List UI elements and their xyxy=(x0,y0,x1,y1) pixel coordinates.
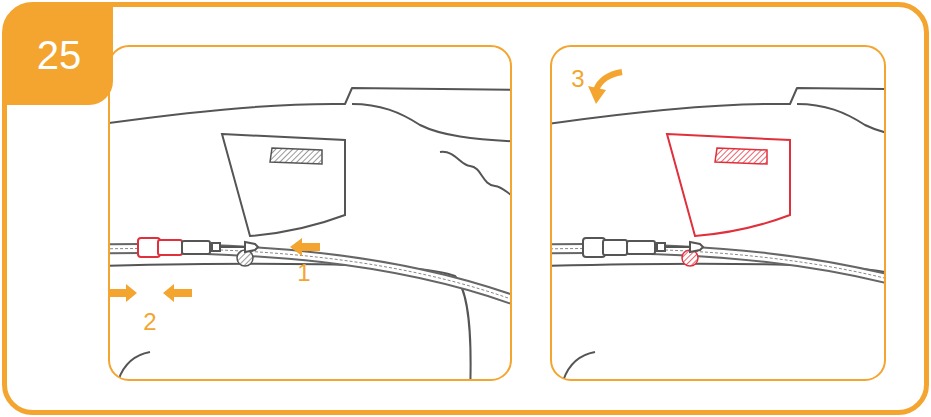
callout-number: 3 xyxy=(571,67,584,91)
panel-left xyxy=(109,46,511,380)
fold-arrow xyxy=(588,72,622,104)
panel-right xyxy=(551,46,885,380)
action-arrows xyxy=(110,238,320,302)
callout-number: 1 xyxy=(297,261,310,285)
step-number: 25 xyxy=(37,33,82,78)
buckle xyxy=(138,238,258,257)
panel-left-art xyxy=(109,88,511,380)
frame xyxy=(5,5,927,413)
callout-number: 2 xyxy=(143,310,156,334)
panel-right-art xyxy=(551,88,885,380)
step-badge: 25 xyxy=(5,5,113,105)
buckle xyxy=(583,238,703,257)
